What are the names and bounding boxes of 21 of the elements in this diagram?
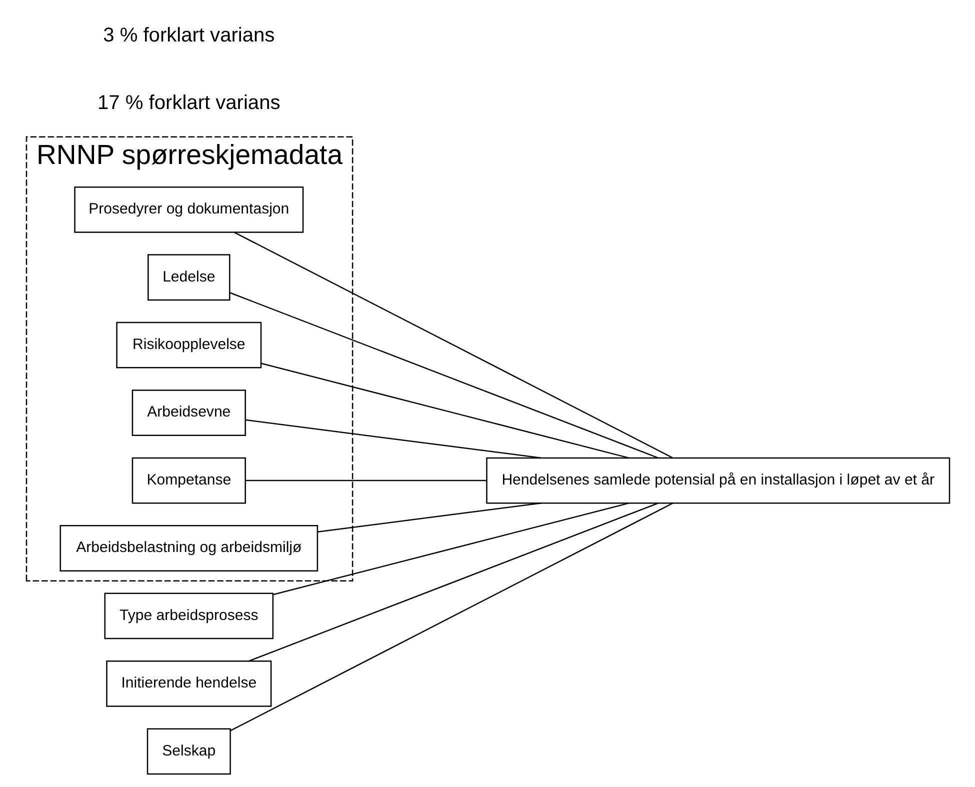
node-box: Selskap (146, 728, 230, 774)
node-box: Hendelsenes samlede potensial på en installasjon i løpet av et år (486, 456, 950, 504)
connector (230, 502, 673, 731)
node-box: Arbeidsbelastning og arbeidsmiljø (59, 524, 318, 571)
connector (317, 502, 541, 532)
connector (233, 231, 672, 458)
connector (260, 362, 629, 458)
node-box: Type arbeidsprosess (104, 592, 274, 639)
node-box: Kompetanse (131, 456, 246, 504)
node-box: Prosedyrer og dokumentasjon (74, 186, 304, 232)
label: 3 % forklart varians (102, 24, 274, 46)
connector (248, 502, 658, 662)
node-box: Ledelse (147, 254, 230, 300)
connector (272, 502, 628, 595)
connector (245, 479, 486, 481)
connector (244, 418, 540, 458)
node-box: Risikoopplevelse (116, 321, 262, 368)
connector (229, 292, 658, 458)
node-box: Initierende hendelse (106, 660, 272, 706)
node-box: Arbeidsevne (131, 389, 246, 436)
label: 17 % forklart varians (97, 92, 280, 114)
